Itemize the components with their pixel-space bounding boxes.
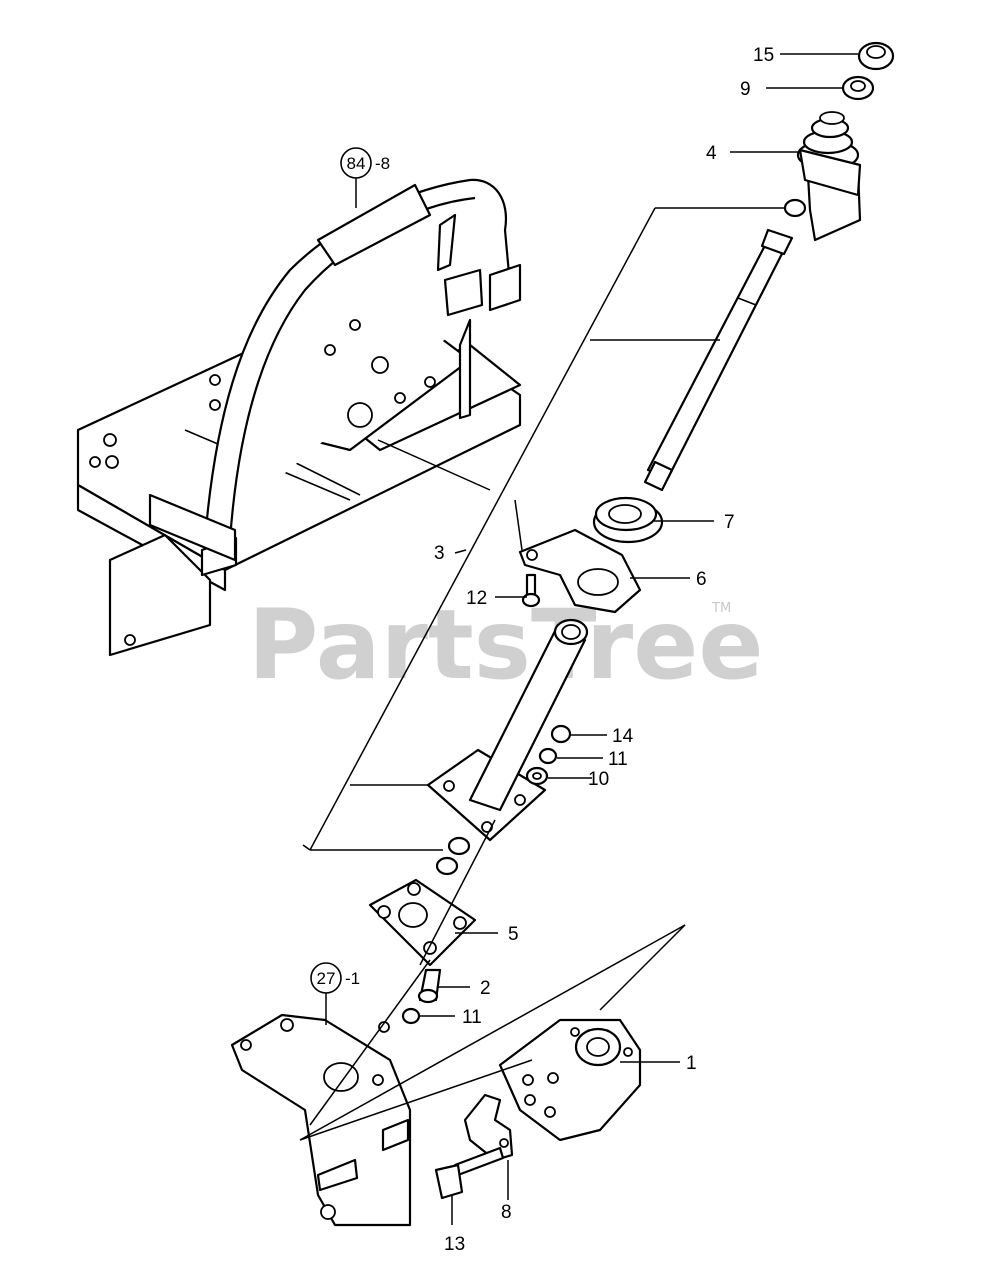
part-10-washer[interactable] xyxy=(525,766,549,786)
callout-4: 4 xyxy=(706,143,717,164)
callout-11-lower: 11 xyxy=(462,1007,482,1028)
callout-leaders xyxy=(325,53,858,1225)
callout-6: 6 xyxy=(696,569,707,590)
callout-1: 1 xyxy=(686,1053,697,1074)
shaft-clip[interactable] xyxy=(783,198,807,218)
callout-13: 13 xyxy=(444,1234,465,1255)
part-8-bracket[interactable] xyxy=(463,1093,514,1162)
watermark-logo: PartsTree TM xyxy=(248,589,763,701)
frame-assembly[interactable] xyxy=(76,178,522,657)
callout-labels: 15 9 4 7 3 6 12 14 11 10 5 2 11 1 8 13 xyxy=(434,45,774,1255)
callout-5: 5 xyxy=(508,924,519,945)
steering-shaft[interactable] xyxy=(643,228,794,492)
callout-10: 10 xyxy=(588,769,609,790)
callout-14: 14 xyxy=(612,726,634,747)
ref-27-suffix: -1 xyxy=(345,969,360,988)
ref-84-suffix: -8 xyxy=(375,154,390,173)
callout-8: 8 xyxy=(501,1202,512,1223)
part-11-lockwasher-upper[interactable] xyxy=(538,747,558,765)
callout-15: 15 xyxy=(753,45,774,66)
part-6-plate[interactable] xyxy=(518,528,642,614)
ref-27-number: 27 xyxy=(317,969,336,988)
group-indicator-lines xyxy=(299,207,785,1141)
ref-84-number: 84 xyxy=(347,154,366,173)
part-7-bushing[interactable] xyxy=(592,496,664,544)
part-9-washer[interactable] xyxy=(841,75,875,101)
reference-27-1[interactable]: 27 -1 xyxy=(310,962,360,994)
callout-3: 3 xyxy=(434,543,445,564)
watermark-text: PartsTree xyxy=(248,589,763,701)
callout-12: 12 xyxy=(466,588,487,609)
part-15-nut[interactable] xyxy=(857,41,895,71)
callout-2: 2 xyxy=(480,978,491,999)
part-4-boot-bracket[interactable] xyxy=(796,111,862,242)
part-5-gasket[interactable] xyxy=(368,878,477,967)
watermark-tm: TM xyxy=(711,601,731,616)
part-11-lockwasher-lower[interactable] xyxy=(401,1007,421,1025)
part-2-fitting[interactable] xyxy=(417,968,442,1004)
part-1-steering-unit[interactable] xyxy=(498,1018,642,1142)
callout-9: 9 xyxy=(740,79,751,100)
part-14-nut[interactable] xyxy=(550,724,572,744)
spacer-rings[interactable] xyxy=(435,836,471,876)
callout-7: 7 xyxy=(724,512,735,533)
steering-column-tube[interactable] xyxy=(426,618,589,842)
lower-bracket[interactable] xyxy=(230,1013,412,1227)
part-13-bolt[interactable] xyxy=(434,1146,505,1200)
reference-84-8[interactable]: 84 -8 xyxy=(340,147,390,179)
callout-11-upper: 11 xyxy=(608,749,628,770)
